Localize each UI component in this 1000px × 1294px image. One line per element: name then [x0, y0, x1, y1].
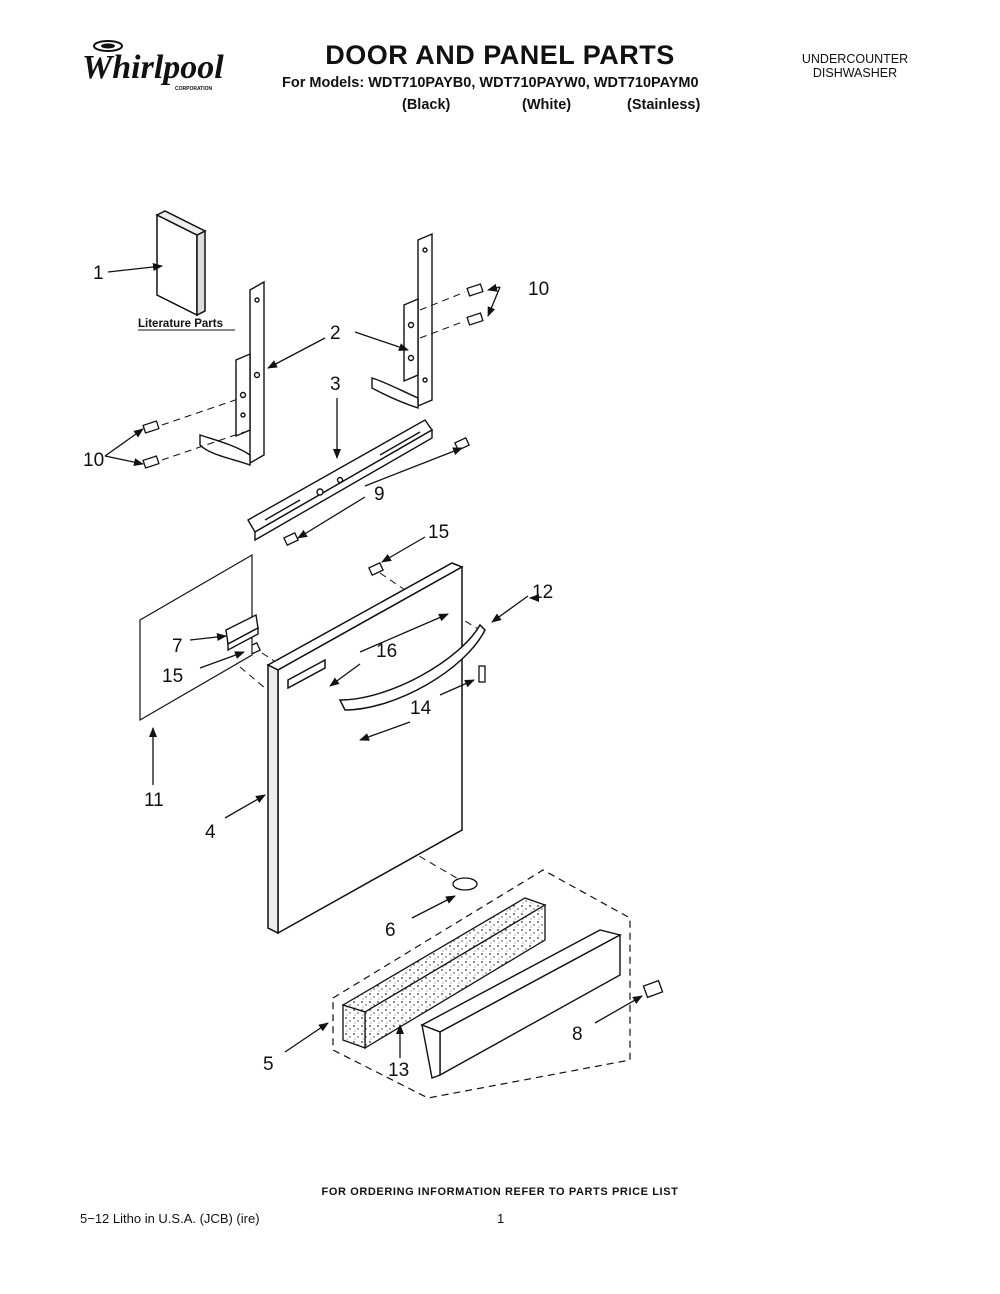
- ordering-note: FOR ORDERING INFORMATION REFER TO PARTS …: [321, 1186, 679, 1198]
- models-line: For Models: WDT710PAYB0, WDT710PAYW0, WD…: [282, 75, 699, 91]
- callout-1: 1: [93, 263, 104, 284]
- door-plug: [452, 877, 478, 891]
- category-line-1: UNDERCOUNTER: [801, 52, 909, 66]
- callout-5: 5: [263, 1054, 274, 1075]
- page-number: 1: [497, 1211, 505, 1226]
- left-door-bracket: [199, 280, 265, 466]
- literature-booklet: [155, 210, 207, 317]
- callout-11: 11: [144, 790, 164, 811]
- page-title: DOOR AND PANEL PARTS: [325, 40, 675, 70]
- foam-insulation: [341, 897, 547, 1050]
- right-door-bracket: [371, 232, 433, 409]
- decorative-panel: [139, 553, 253, 722]
- door-panel: [266, 562, 464, 935]
- brand-name: Whirlpool: [82, 49, 224, 86]
- callout-7: 7: [172, 636, 183, 657]
- callout-3: 3: [330, 374, 341, 395]
- callout-2: 2: [330, 323, 341, 344]
- callout-10-right: 10: [528, 279, 549, 300]
- litho-info: 5−12 Litho in U.S.A. (JCB) (ire): [80, 1211, 260, 1226]
- variant-stainless: (Stainless): [627, 97, 701, 113]
- variant-white: (White): [522, 97, 572, 113]
- kick-plate: [420, 929, 622, 1079]
- door-handle: [338, 623, 486, 711]
- callout-15-top: 15: [428, 522, 449, 543]
- callout-8: 8: [572, 1024, 583, 1045]
- callout-10-left: 10: [83, 450, 104, 471]
- callout-16: 16: [376, 641, 397, 662]
- callout-13: 13: [388, 1060, 409, 1081]
- kit-group-outline: [332, 869, 631, 1099]
- variant-black: (Black): [402, 97, 451, 113]
- door-rail: [247, 419, 434, 542]
- whirlpool-logo: Whirlpool CORPORATION: [82, 40, 224, 92]
- callout-12: 12: [532, 582, 553, 603]
- brand-subtitle: CORPORATION: [175, 86, 213, 92]
- callout-6: 6: [385, 920, 396, 941]
- callout-14: 14: [410, 698, 432, 719]
- category-line-2: DISHWASHER: [812, 66, 898, 80]
- callout-4: 4: [205, 822, 216, 843]
- callout-numbers: 1 2 3 4 5 6 7 8 9 10 10 11 12 13 14 15 1…: [83, 263, 583, 1081]
- literature-parts-label: Literature Parts: [138, 318, 223, 330]
- callout-9: 9: [374, 484, 385, 505]
- callout-15-left: 15: [162, 666, 183, 687]
- panel-clip: [225, 613, 259, 652]
